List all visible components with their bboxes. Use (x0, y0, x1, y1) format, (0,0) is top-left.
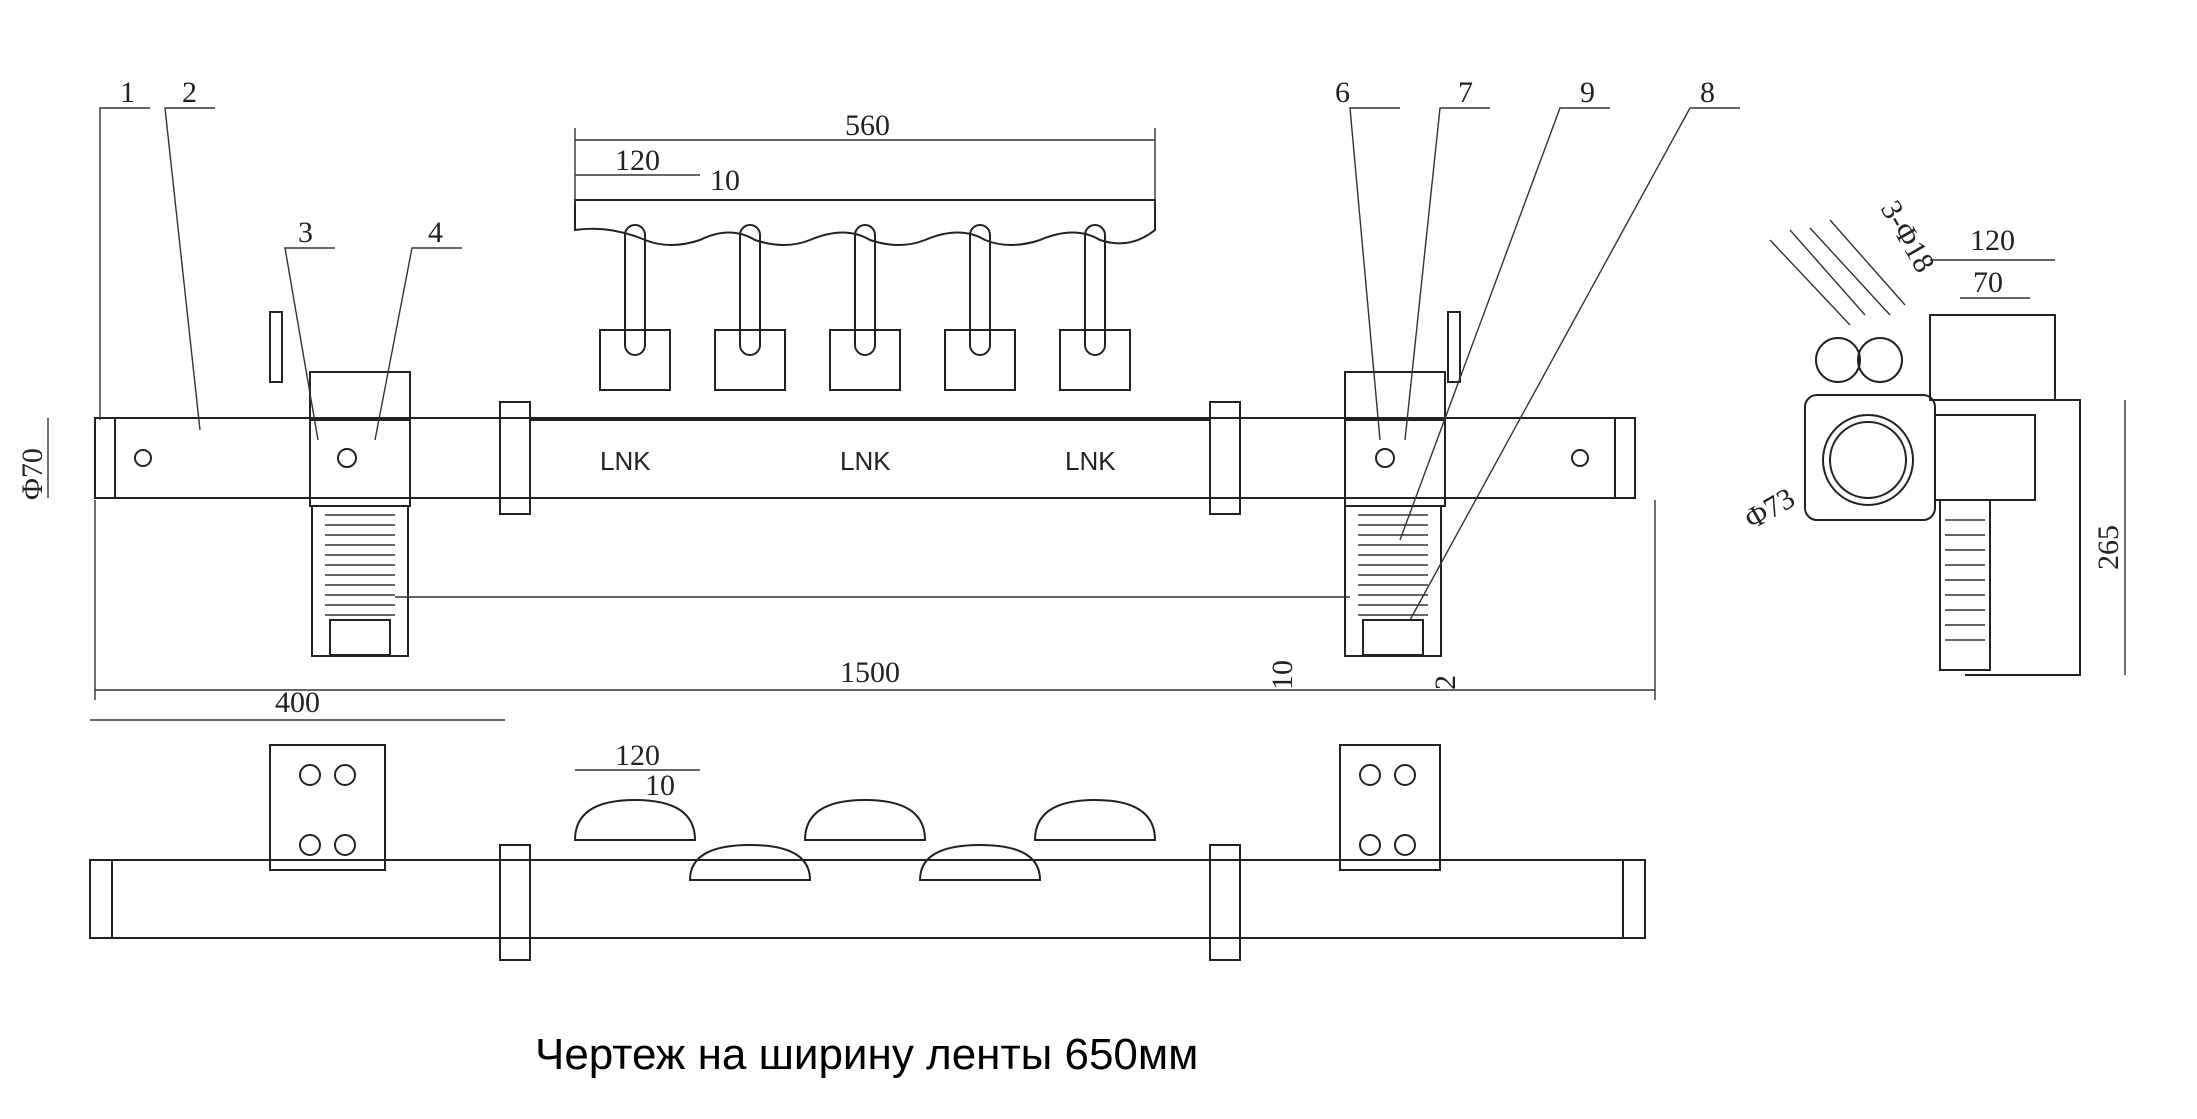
svg-text:8: 8 (1700, 76, 1715, 109)
brand-label: LNK (840, 446, 891, 476)
svg-text:120: 120 (615, 739, 660, 772)
svg-text:Φ70: Φ70 (16, 448, 49, 500)
brand-label: LNK (1065, 446, 1116, 476)
front-view: LNK LNK LNK (94, 199, 1636, 657)
part-number-callouts: 1 2 3 4 6 7 9 8 (99, 76, 1740, 621)
svg-text:6: 6 (1335, 76, 1350, 109)
svg-text:1: 1 (120, 76, 135, 109)
svg-text:560: 560 (845, 109, 890, 142)
svg-text:2: 2 (182, 76, 197, 109)
svg-text:120: 120 (615, 144, 660, 177)
svg-text:10: 10 (645, 769, 675, 802)
svg-text:400: 400 (275, 686, 320, 719)
svg-text:70: 70 (1973, 266, 2003, 299)
front-view-dimensions: 560 120 10 Φ70 1500 10 2 (16, 109, 1656, 700)
svg-text:Φ73: Φ73 (1739, 482, 1800, 537)
side-view (1769, 219, 2081, 676)
svg-text:120: 120 (1970, 224, 2015, 257)
svg-text:265: 265 (2092, 525, 2125, 570)
svg-text:10: 10 (1266, 660, 1299, 690)
top-view-dimensions: 400 120 10 (90, 686, 700, 802)
drawing-caption: Чертеж на ширину ленты 650мм (535, 1030, 1199, 1079)
svg-text:3-Φ18: 3-Φ18 (1874, 195, 1941, 278)
svg-text:7: 7 (1458, 76, 1473, 109)
svg-text:2: 2 (1429, 675, 1462, 690)
svg-text:10: 10 (710, 164, 740, 197)
svg-text:3: 3 (298, 216, 313, 249)
svg-text:1500: 1500 (840, 656, 900, 689)
svg-text:9: 9 (1580, 76, 1595, 109)
roller-assemblies (599, 224, 1131, 391)
svg-text:4: 4 (428, 216, 443, 249)
brand-label: LNK (600, 446, 651, 476)
top-view (89, 744, 1646, 961)
side-view-dimensions: 120 70 3-Φ18 Φ73 265 (1739, 195, 2126, 675)
